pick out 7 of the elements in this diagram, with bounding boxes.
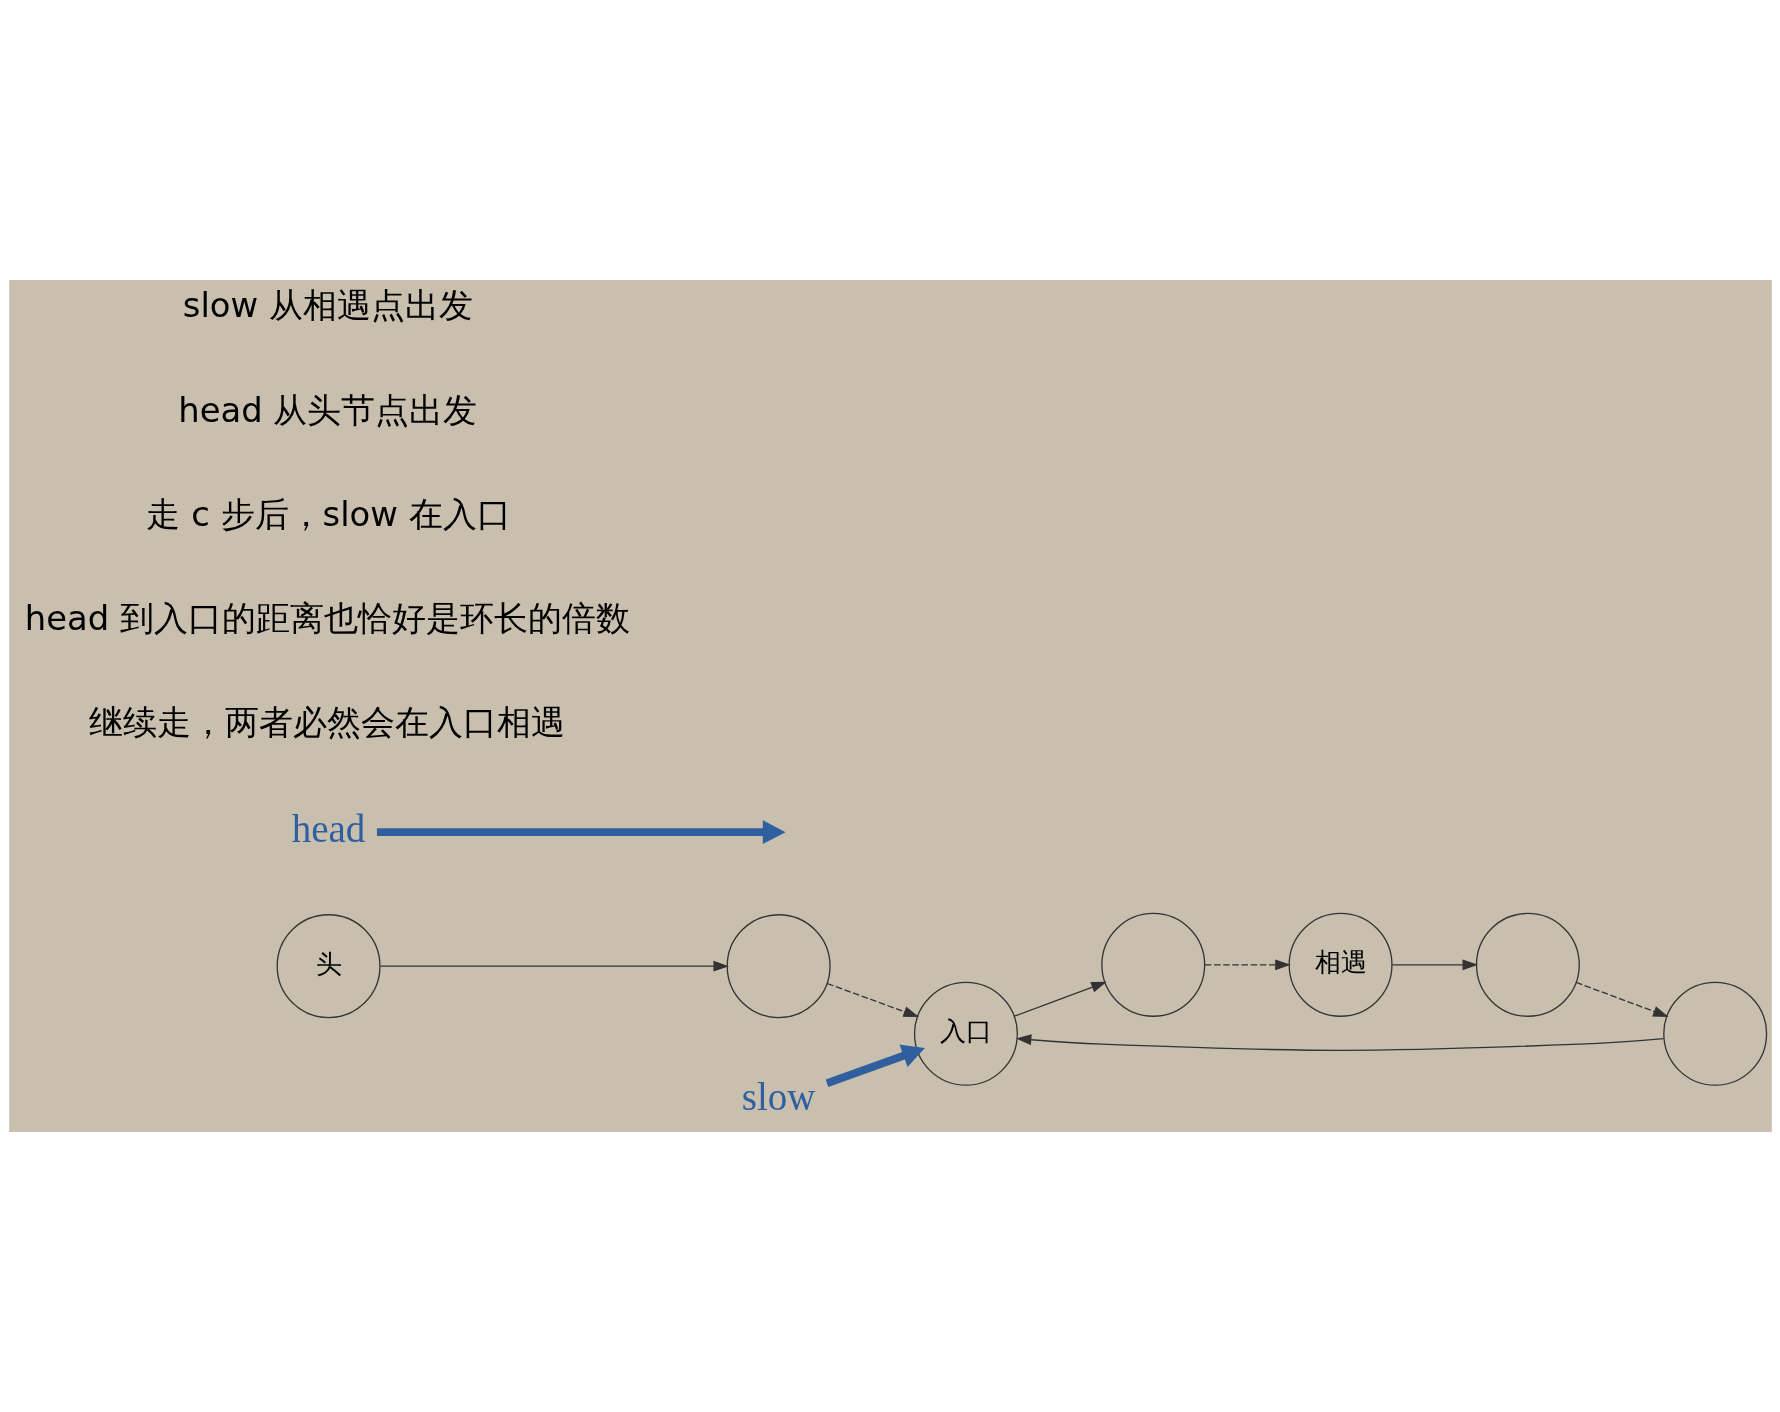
node-text: slow [741,1074,815,1118]
label: head 到入口的距离也恰好是环长的倍数 [24,598,630,638]
label: head 从头节点出发 [177,390,477,430]
label: slow 从相遇点出发 [182,286,473,326]
label: 走 c 步后，slow 在入口 [145,494,511,534]
label: 继续走，两者必然会在入口相遇 [88,702,565,742]
node-text: head [291,806,365,850]
